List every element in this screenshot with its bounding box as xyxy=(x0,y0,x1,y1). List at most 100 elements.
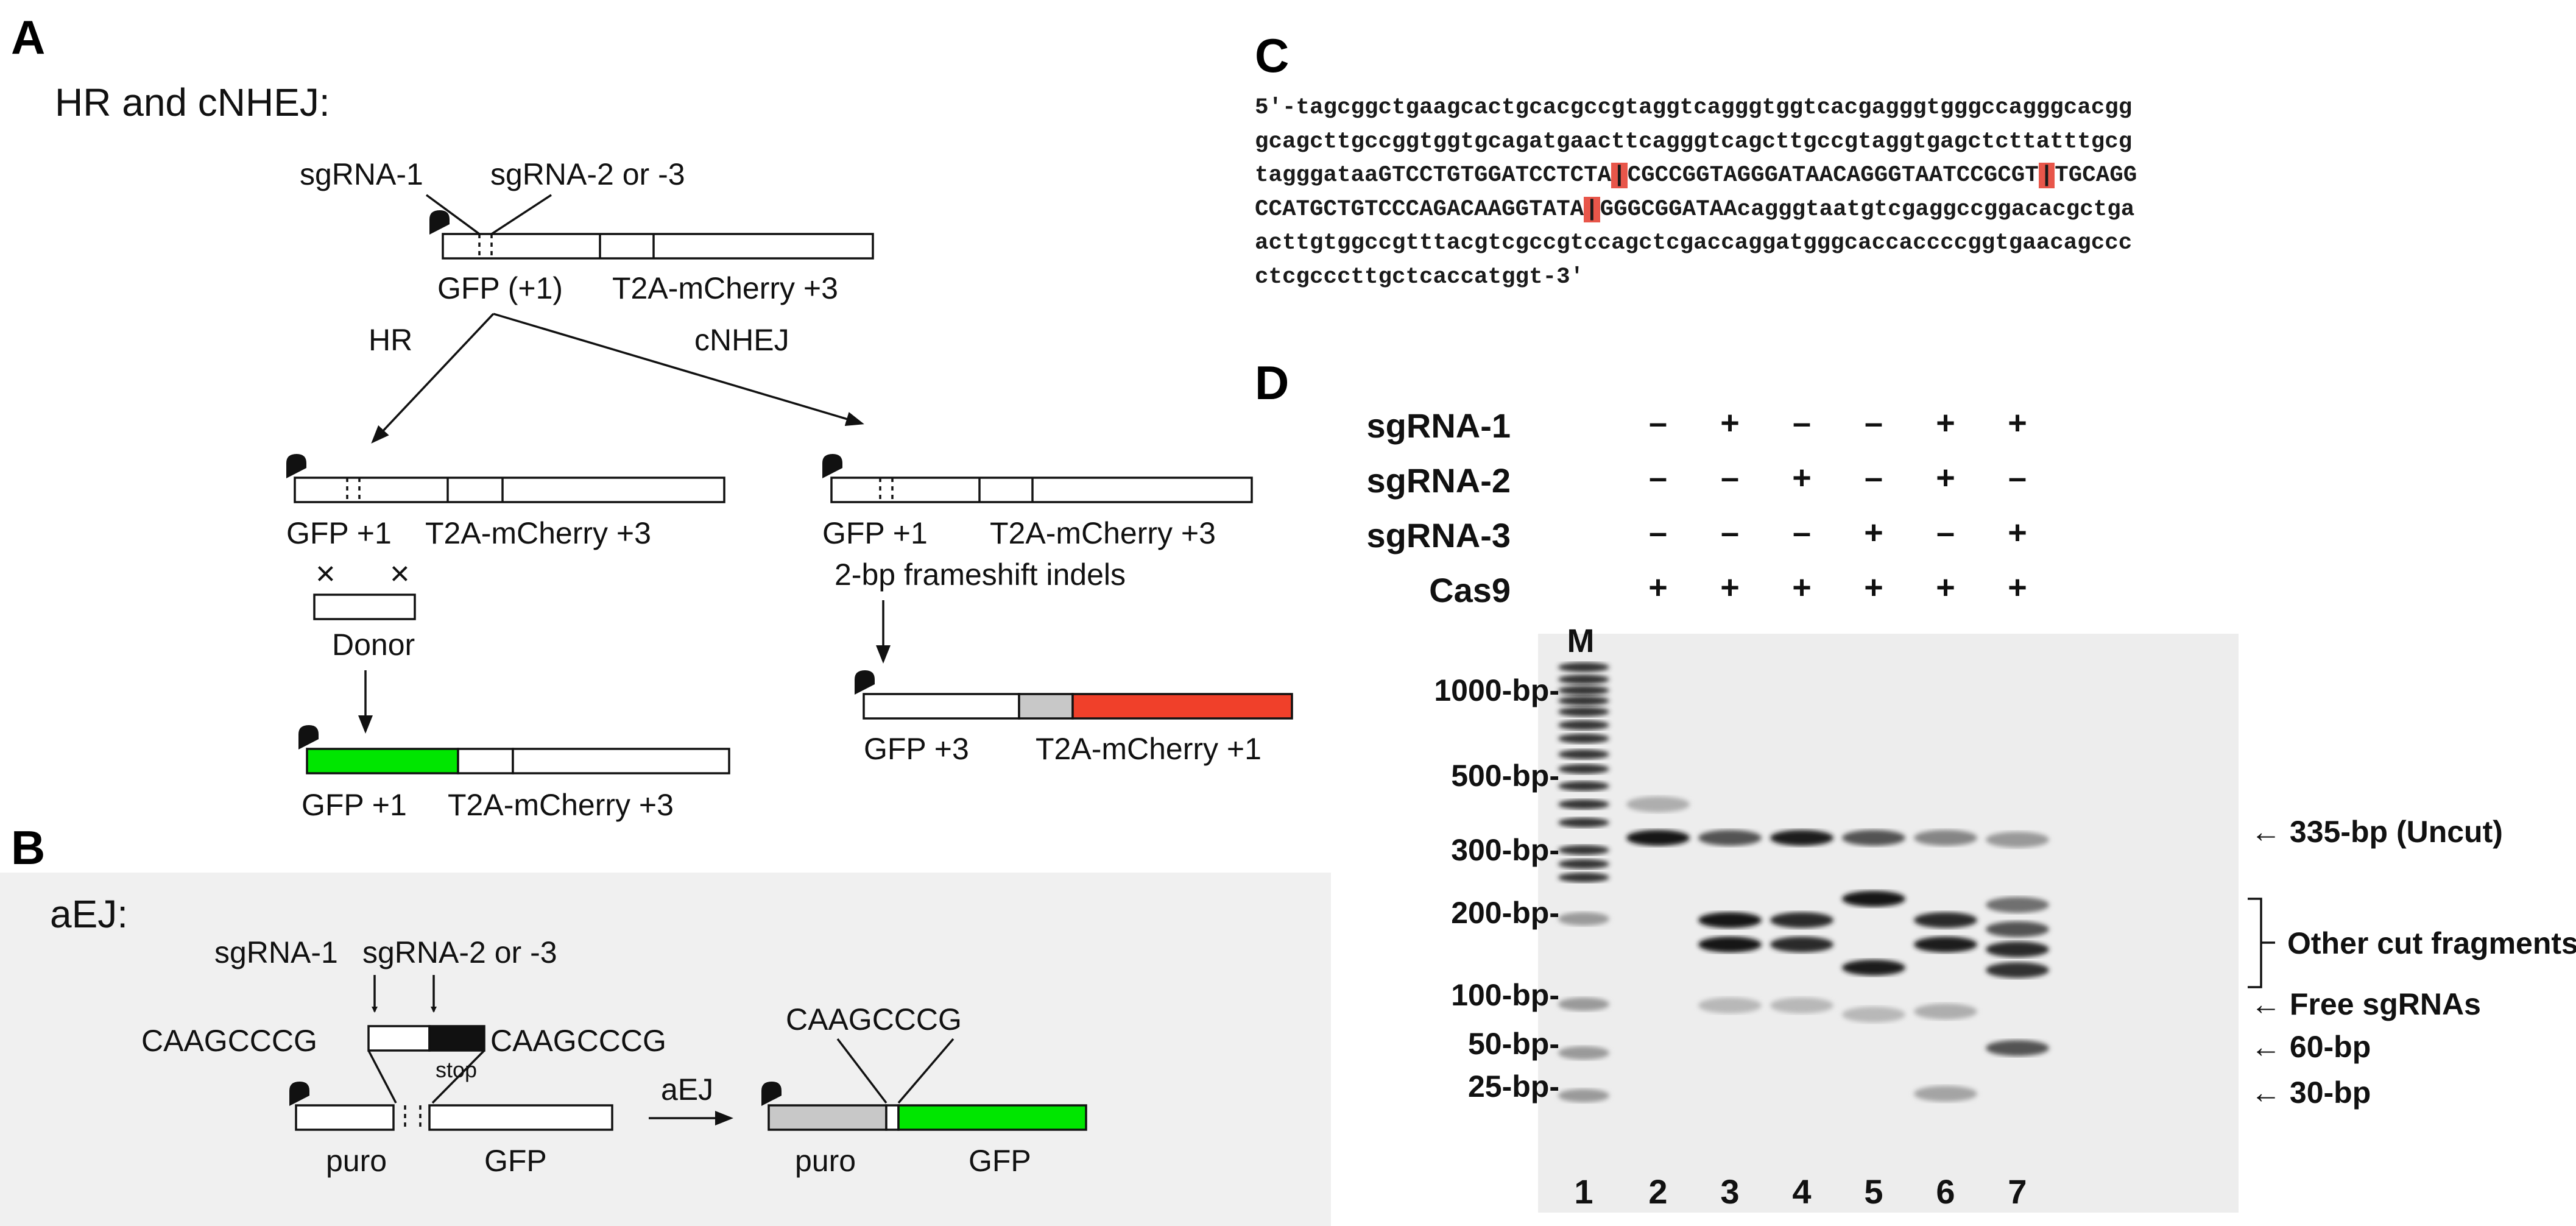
cut-site-marker: | xyxy=(1584,196,1600,222)
sequence-segment: GGGCGGATAAcagggtaatgtcgaggccggacacgctga xyxy=(1600,196,2135,222)
ladder-band xyxy=(1558,1046,1609,1060)
sequence-line: gcagcttgccggtggtgcagatgaacttcagggtcagctt… xyxy=(1255,129,2133,155)
gfp-final-nhej-label: GFP +3 xyxy=(864,732,969,766)
gel-band xyxy=(1986,1040,2049,1056)
ladder-band xyxy=(1558,686,1609,695)
panel-c-letter: C xyxy=(1255,29,1289,82)
size-500: 500-bp- xyxy=(1451,759,1559,793)
plus-sign: + xyxy=(1720,569,1740,606)
promoter-icon xyxy=(286,454,306,478)
ladder-band xyxy=(1558,662,1609,672)
ladder-bands xyxy=(1558,662,1609,1102)
ladder-band xyxy=(1558,1089,1609,1102)
minus-sign: – xyxy=(1649,405,1667,441)
stop-box xyxy=(428,1025,485,1052)
plus-sign: + xyxy=(1792,569,1812,606)
t2a-start-label: T2A-mCherry +3 xyxy=(612,271,838,305)
gel-band xyxy=(1626,796,1690,812)
hr-arrow xyxy=(371,313,495,444)
cut-site-marker: | xyxy=(2038,163,2055,188)
construct-aej xyxy=(289,1049,613,1131)
sample-bands xyxy=(1626,796,2049,1102)
size-labels: 1000-bp- 500-bp- 300-bp- 200-bp- 100-bp-… xyxy=(1434,673,1559,1104)
gel-band xyxy=(1698,997,1762,1013)
panel-b-heading: aEJ: xyxy=(50,892,128,936)
lane-number: 1 xyxy=(1574,1172,1593,1211)
cut-site-marker: | xyxy=(1611,163,1628,188)
row-label-sgrna1: sgRNA-1 xyxy=(1367,406,1511,445)
minus-sign: – xyxy=(1936,514,1955,551)
gel-band xyxy=(1842,830,1905,846)
panel-b-letter: B xyxy=(11,821,45,874)
sequence-block: 5'-tagcggctgaagcactgcacgccgtaggtcagggtgg… xyxy=(1255,91,2137,294)
b-sgrna1-label: sgRNA-1 xyxy=(214,935,338,969)
b-seq-result: CAAGCCCG xyxy=(786,1002,962,1036)
sequence-line: ctcgcccttgctcaccatggt-3' xyxy=(1255,264,1584,290)
gel-band xyxy=(1770,912,1833,928)
lane-number: 2 xyxy=(1648,1172,1667,1211)
gel-band xyxy=(1914,912,1977,928)
gfp-label: GFP xyxy=(484,1144,547,1178)
minus-sign: – xyxy=(1721,514,1739,551)
minus-sign: – xyxy=(1793,405,1811,441)
ladder-band xyxy=(1558,749,1609,759)
ladder-band xyxy=(1558,707,1609,717)
construct-nhej-final xyxy=(855,670,1293,720)
gel-band xyxy=(1698,830,1762,846)
cross-right: × xyxy=(390,554,410,592)
gel-image: M xyxy=(1538,623,2239,1213)
row-label-sgrna3: sgRNA-3 xyxy=(1367,516,1511,555)
size-100: 100-bp- xyxy=(1451,978,1559,1012)
sequence-line: acttgtggccgtttacgtcgccgtccagctcgaccaggat… xyxy=(1255,230,2133,256)
ladder-band xyxy=(1558,781,1609,791)
promoter-icon xyxy=(822,454,842,478)
gfp-result-segment xyxy=(897,1104,1087,1131)
ladder-band xyxy=(1558,799,1609,809)
sequence-line: 5'-tagcggctgaagcactgcacgccgtaggtcagggtgg… xyxy=(1255,95,2133,121)
cnhej-arrow xyxy=(493,313,864,427)
fragments-bracket xyxy=(2248,898,2275,988)
plus-sign: + xyxy=(1648,569,1668,606)
gel-band xyxy=(1986,897,2049,913)
gel-band xyxy=(1626,830,1690,846)
b-seq-right: CAAGCCCG xyxy=(490,1024,666,1058)
gel-annotations: ← 335-bp (Uncut) Other cut fragments ← F… xyxy=(2248,815,2576,1110)
mcherry-segment xyxy=(1071,693,1293,720)
lane-numbers: 1 2 3 4 5 6 7 xyxy=(1574,1172,2027,1211)
size-200: 200-bp- xyxy=(1451,896,1559,930)
size-50: 50-bp- xyxy=(1468,1027,1559,1061)
cnhej-label: cNHEJ xyxy=(694,323,789,357)
gfp-hr-label: GFP +1 xyxy=(286,516,392,550)
gfp-result-label: GFP xyxy=(969,1144,1031,1178)
t2a-hr-label: T2A-mCherry +3 xyxy=(425,516,651,550)
size-1000: 1000-bp- xyxy=(1434,673,1559,707)
lane-number: 5 xyxy=(1864,1172,1883,1211)
construct-hr xyxy=(286,454,725,503)
minus-sign: – xyxy=(1865,459,1883,496)
gel-band xyxy=(1986,832,2049,848)
sequence-segment: CCATGCTGTCCCAGACAAGGTATA xyxy=(1255,196,1584,222)
sgrna1-label: sgRNA-1 xyxy=(300,157,423,191)
annotation-fragments: Other cut fragments xyxy=(2287,926,2576,960)
ladder-band xyxy=(1558,845,1609,855)
t2a-nhej-label: T2A-mCherry +3 xyxy=(990,516,1216,550)
gel-band xyxy=(1770,830,1833,846)
t2a-final-nhej-label: T2A-mCherry +1 xyxy=(1036,732,1262,766)
annotation-60bp: ← 60-bp xyxy=(2251,1030,2371,1064)
panel-a-letter: A xyxy=(11,10,45,64)
gel-band xyxy=(1770,997,1833,1013)
size-25: 25-bp- xyxy=(1468,1069,1559,1104)
gel-band xyxy=(1914,1004,1977,1019)
gel-band xyxy=(1986,962,2049,978)
gfp-start-label: GFP (+1) xyxy=(437,271,563,305)
cross-left: × xyxy=(316,554,336,592)
minus-sign: – xyxy=(1721,459,1739,496)
b-sgrna23-label: sgRNA-2 or -3 xyxy=(362,935,557,969)
grey-segment xyxy=(1018,693,1074,720)
sgrna23-label: sgRNA-2 or -3 xyxy=(490,157,685,191)
plus-sign: + xyxy=(1864,569,1883,606)
promoter-icon xyxy=(855,670,875,695)
b-spacer-box xyxy=(367,1025,431,1052)
gel-band xyxy=(1914,1086,1977,1102)
ladder-band xyxy=(1558,696,1609,706)
